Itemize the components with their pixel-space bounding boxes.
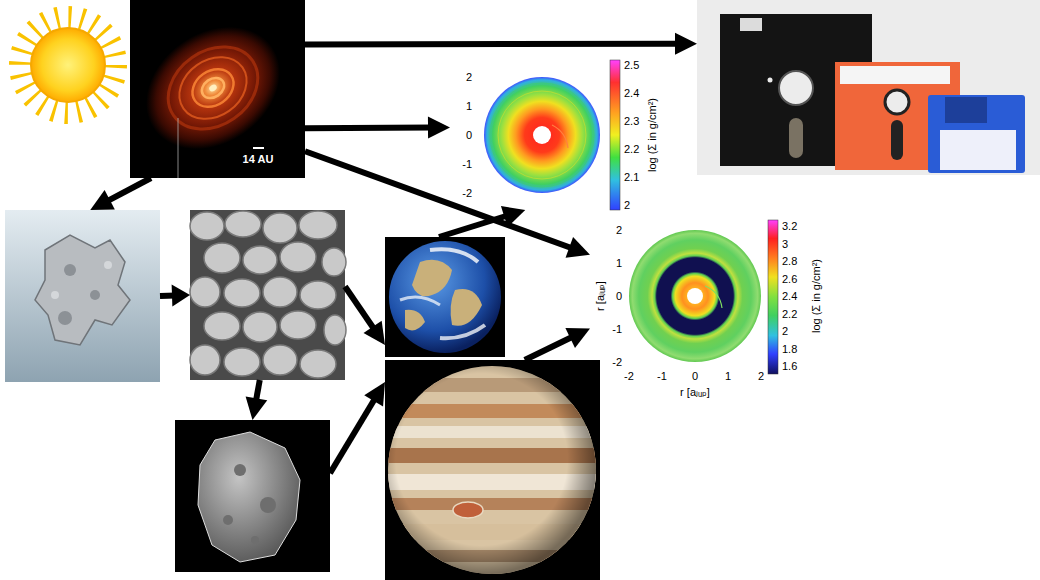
colorbar-tick: 2.2	[782, 307, 797, 320]
axis-tick: 1	[725, 370, 731, 383]
floppy-photo	[697, 0, 1040, 175]
colorbar-tick: 2.2	[624, 143, 639, 156]
flow-arrow	[160, 285, 190, 307]
sun-picture	[10, 5, 125, 125]
arrow-shaft	[345, 287, 375, 331]
flow-arrow	[330, 382, 385, 473]
density-plot: 2 1 0 -1 -2 2.5 2.4 2.3 2.2 2.1 2 log (Σ in g/cm²)	[450, 60, 665, 210]
colorbar-tick: 2.3	[624, 115, 639, 128]
earth-picture	[385, 237, 505, 357]
arrow-head	[364, 382, 385, 407]
arrow-shaft	[305, 151, 573, 248]
flow-arrow	[90, 178, 151, 210]
density-plot: r [aⱼᵤₚ] 2 1 0 -1 -2-2 -1 0 1 2 r [aⱼᵤₚ] 3.2 3 2.8 2.6…	[590, 218, 830, 402]
arrow-head	[501, 206, 525, 227]
colorbar-tick: 1.6	[782, 360, 797, 373]
disk-photo	[122, 0, 305, 178]
sun-drawing	[20, 17, 116, 113]
pebbles-photo	[190, 210, 345, 380]
colorbar-label: log (Σ in g/cm²)	[810, 259, 823, 333]
jupiter-picture	[385, 360, 600, 580]
arrow-shaft	[106, 178, 151, 202]
flow-arrow	[439, 206, 525, 237]
arrow-shaft	[330, 397, 376, 473]
scale-label: 14 AU	[243, 153, 274, 166]
colorbar-tick: 1.8	[782, 342, 797, 355]
colorbar-tick: 2.1	[624, 171, 639, 184]
axis-tick: 0	[616, 290, 622, 303]
arrow-head	[364, 321, 385, 345]
axis-tick: 2	[616, 224, 622, 237]
asteroid-picture	[175, 420, 330, 572]
axis-tick: -1	[612, 323, 622, 336]
floppy-photo	[697, 0, 1040, 175]
colorbar-tick: 2	[624, 199, 630, 212]
axis-tick: -1	[462, 158, 472, 171]
flow-arrow	[345, 287, 385, 346]
arrow-head	[246, 396, 268, 420]
axis-label: r [aⱼᵤₚ]	[680, 386, 710, 399]
disk-image: 14 AU	[130, 0, 305, 178]
axis-tick: 2	[758, 370, 764, 383]
arrow-head	[566, 237, 590, 258]
axis-tick: 0	[692, 370, 698, 383]
axis-tick: -2	[612, 356, 622, 369]
arrow-shaft	[305, 125, 432, 132]
colorbar-tick: 2.4	[782, 290, 797, 303]
jupiter-picture	[385, 360, 600, 580]
arrow-shaft	[525, 336, 574, 360]
arrow-head	[90, 190, 115, 210]
axis-tick: 1	[616, 257, 622, 270]
colorbar-tick: 2.6	[782, 272, 797, 285]
dust-photo	[5, 210, 160, 382]
colorbar-tick: 3.2	[782, 220, 797, 233]
axis-tick: 0	[466, 129, 472, 142]
colorbar-tick: 2.4	[624, 87, 639, 100]
flow-arrow	[525, 328, 590, 360]
arrow-head	[172, 285, 190, 307]
axis-tick: -2	[462, 187, 472, 200]
arrow-head	[428, 117, 450, 139]
flow-arrow	[305, 117, 450, 139]
earth-picture	[385, 237, 505, 357]
flow-arrow	[305, 151, 590, 257]
arrow-head	[675, 33, 697, 55]
pebbles-photo	[190, 210, 346, 380]
asteroid-picture	[175, 420, 330, 572]
axis-tick: -1	[657, 370, 667, 383]
flow-arrow	[305, 33, 697, 55]
colorbar-tick: 2	[782, 325, 788, 338]
flow-arrow	[246, 380, 268, 420]
dust-photo	[5, 210, 160, 382]
axis-tick: 1	[466, 100, 472, 113]
colorbar-tick: 3	[782, 237, 788, 250]
colorbar-label: log (Σ in g/cm²)	[646, 98, 659, 172]
density-plot	[629, 220, 778, 374]
density-plot	[484, 60, 620, 210]
arrow-shaft	[439, 215, 508, 237]
colorbar-tick: 2.5	[624, 59, 639, 72]
arrow-shaft	[305, 41, 679, 48]
axis-label: r [aⱼᵤₚ]	[594, 281, 607, 311]
arrow-head	[565, 328, 590, 348]
axis-tick: -2	[624, 370, 634, 383]
axis-tick: 2	[466, 71, 472, 84]
colorbar-tick: 2.8	[782, 255, 797, 268]
